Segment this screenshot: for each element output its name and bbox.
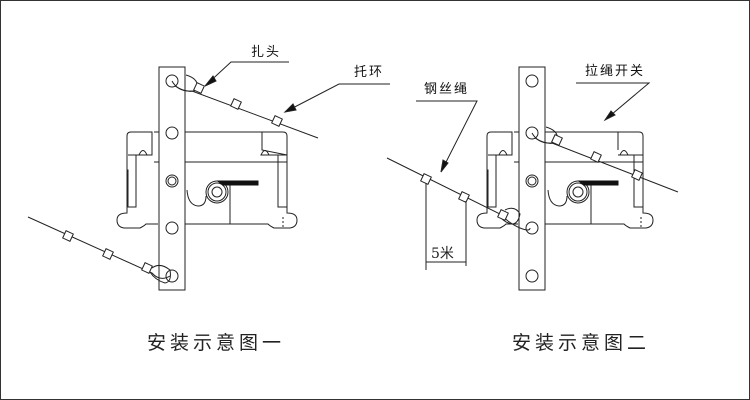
label-spacing: 5米 bbox=[431, 246, 454, 262]
lower-wire-rope-one bbox=[27, 216, 171, 284]
leader-pull-switch bbox=[576, 82, 651, 122]
support-ring-icon bbox=[230, 98, 242, 110]
label-clamp: 扎头 bbox=[251, 45, 281, 60]
upper-wire-rope-one bbox=[171, 74, 319, 139]
label-pull-switch: 拉绳开关 bbox=[585, 64, 645, 79]
clamp-icon bbox=[497, 209, 509, 221]
bracket-hole bbox=[525, 126, 539, 140]
leader-clamp bbox=[204, 61, 289, 87]
bracket-plate-one bbox=[158, 66, 186, 291]
bracket-hole bbox=[525, 221, 539, 235]
bracket-hole bbox=[525, 74, 539, 88]
support-ring-icon bbox=[62, 230, 74, 242]
leader-support-ring bbox=[283, 83, 390, 113]
support-ring-icon bbox=[631, 169, 643, 181]
bracket-hole bbox=[165, 174, 179, 188]
screw-icon bbox=[138, 150, 148, 156]
support-ring-icon bbox=[420, 173, 432, 185]
bracket-plate-two bbox=[518, 66, 546, 291]
lower-wire-rope-two bbox=[386, 157, 531, 231]
screw-icon bbox=[498, 150, 508, 156]
bracket-hole bbox=[165, 126, 179, 140]
support-ring-icon bbox=[102, 248, 114, 260]
leader-wire-rope bbox=[416, 100, 478, 173]
caption-figure-one: 安装示意图一 bbox=[147, 332, 285, 354]
clamp-icon bbox=[193, 82, 205, 94]
screw-icon bbox=[619, 150, 629, 156]
bracket-hole bbox=[525, 269, 539, 283]
bracket-hole bbox=[525, 174, 539, 188]
support-ring-icon bbox=[590, 151, 602, 163]
figure-one bbox=[27, 61, 390, 291]
arrow-head-icon bbox=[603, 110, 616, 122]
support-ring-icon bbox=[271, 115, 283, 127]
bracket-hole bbox=[165, 74, 179, 88]
arrow-head-icon bbox=[440, 159, 449, 173]
upper-wire-rope-two bbox=[531, 126, 679, 193]
switch-lever-two bbox=[547, 180, 619, 207]
label-support-ring: 托环 bbox=[354, 65, 384, 80]
switch-lever-one bbox=[186, 180, 259, 207]
figure-two bbox=[386, 66, 679, 291]
bracket-hole bbox=[165, 269, 179, 283]
caption-figure-two: 安装示意图二 bbox=[512, 332, 650, 354]
label-wire-rope: 钢丝绳 bbox=[424, 82, 469, 97]
switch-housing-one bbox=[116, 131, 298, 229]
arrow-head-icon bbox=[204, 75, 217, 87]
arrow-head-icon bbox=[283, 103, 297, 113]
clamp-icon bbox=[141, 262, 153, 274]
bracket-hole bbox=[165, 221, 179, 235]
support-ring-icon bbox=[458, 191, 470, 203]
screw-icon bbox=[260, 150, 270, 156]
clamp-icon bbox=[551, 134, 563, 146]
spacing-dimension bbox=[425, 183, 467, 270]
